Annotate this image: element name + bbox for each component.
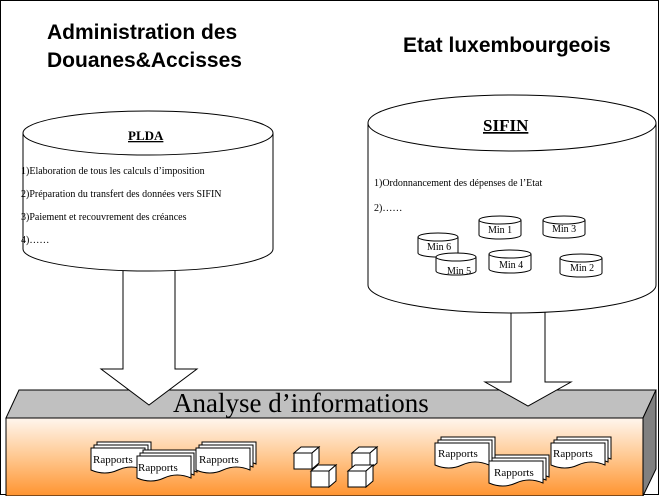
report-label: Rapports (438, 448, 478, 460)
report-label: Rapports (494, 467, 534, 479)
platform-title: Analyse d’informations (173, 388, 429, 418)
sifin-title: SIFIN (483, 116, 529, 135)
report-label: Rapports (138, 462, 178, 474)
header-right: Etat luxembourgeois (403, 34, 611, 57)
sifin-line-1: 1)Ordonnancement des dépenses de l’Etat (374, 178, 542, 189)
report-label: Rapports (553, 448, 593, 460)
reports-right: Rapports Rapports Rapports (434, 436, 612, 487)
report-label: Rapports (199, 454, 239, 466)
sifin-cylinder: SIFIN 1)Ordonnancement des dépenses de l… (367, 94, 657, 314)
ministry-min3: Min 3 (542, 215, 586, 239)
header-left-line2: Douanes&Accisses (47, 49, 242, 72)
ministry-min5: Min 5 (435, 252, 477, 277)
ministry-label: Min 6 (427, 242, 451, 253)
cube (309, 463, 338, 489)
report-doc (136, 455, 192, 482)
report-label: Rapports (93, 454, 133, 466)
data-cubes (292, 445, 379, 489)
arrow-left-down (99, 262, 199, 406)
ministry-label: Min 3 (552, 224, 576, 235)
ministry-label: Min 4 (499, 260, 523, 271)
plda-line-3: 3)Paiement et recouvrement des créances (21, 212, 187, 223)
ministry-label: Min 1 (488, 225, 512, 236)
report-doc (434, 442, 490, 469)
header-left-line1: Administration des (47, 21, 237, 44)
plda-line-1: 1)Elaboration de tous les calculs d’impo… (21, 166, 205, 177)
ministry-min1: Min 1 (478, 215, 522, 240)
cube (346, 463, 375, 489)
arrow-right-down (483, 310, 573, 407)
report-doc (195, 447, 251, 474)
ministry-label: Min 5 (447, 266, 471, 277)
cube (350, 445, 379, 471)
report-doc (488, 460, 544, 487)
plda-line-4: 4)…… (21, 235, 49, 246)
report-doc (550, 442, 606, 469)
ministry-label: Min 2 (570, 263, 594, 274)
plda-cylinder: PLDA 1)Elaboration de tous les calculs d… (21, 110, 274, 272)
reports-left: Rapports Rapports Rapports (90, 441, 257, 482)
cube (292, 445, 321, 471)
plda-line-2: 2)Préparation du transfert des données v… (21, 189, 222, 200)
ministry-min6: Min 6 (417, 232, 459, 258)
ministry-min2: Min 2 (559, 253, 603, 278)
ministry-min4: Min 4 (488, 249, 532, 274)
plda-title: PLDA (128, 128, 164, 143)
sifin-line-2: 2)…… (374, 203, 402, 214)
